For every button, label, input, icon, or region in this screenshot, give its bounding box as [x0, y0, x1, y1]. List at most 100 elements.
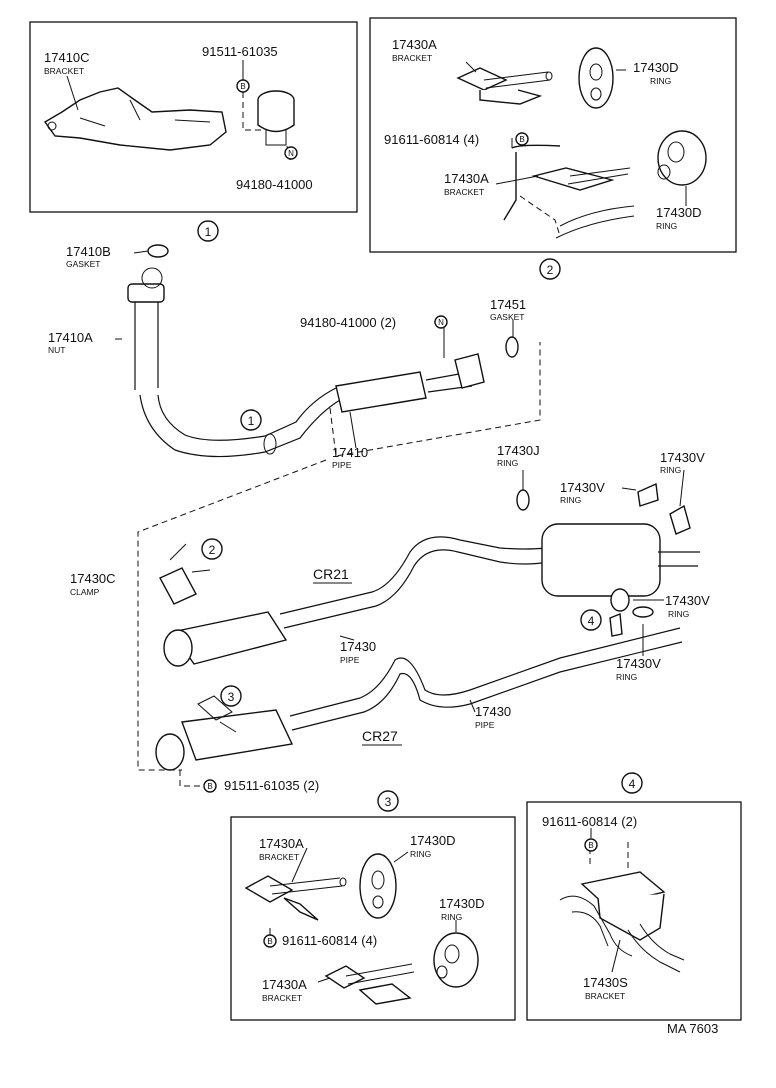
ref-circle-3-box: 3	[377, 790, 399, 812]
callout-91611-60814-2: 91611-60814 (2)	[542, 814, 637, 829]
svg-text:2: 2	[547, 263, 554, 277]
svg-text:B: B	[240, 82, 245, 91]
front-pipe-17410-drawing	[127, 267, 485, 458]
svg-text:BRACKET: BRACKET	[259, 852, 299, 862]
bracket-cr27-drawing	[197, 695, 237, 733]
svg-text:17410B: 17410B	[66, 244, 111, 259]
svg-text:CR21: CR21	[313, 566, 349, 582]
gasket-17410b-drawing	[147, 244, 169, 258]
svg-text:GASKET: GASKET	[66, 259, 100, 269]
callout-17410c-bracket: 17410C BRACKET	[44, 50, 90, 76]
pipe-cr27-drawing	[155, 627, 683, 771]
callout-17410b-gasket: 17410B GASKET	[66, 244, 111, 269]
svg-text:RING: RING	[650, 76, 671, 86]
callout-17430d-ring-2b: 17430D RING	[656, 205, 702, 231]
svg-text:17430V: 17430V	[665, 593, 710, 608]
mount-ref4-drawing	[609, 613, 623, 637]
pipe-17410-guide	[329, 342, 541, 457]
callout-17430v-ring-a: 17430V RING	[560, 480, 605, 505]
svg-text:17430V: 17430V	[560, 480, 605, 495]
detail-box-4	[526, 801, 742, 1021]
ref-circle-3-main: 3	[220, 685, 242, 707]
svg-text:RING: RING	[441, 912, 462, 922]
ring-detail-2b-drawing	[657, 130, 707, 186]
svg-text:17430V: 17430V	[616, 656, 661, 671]
svg-text:PIPE: PIPE	[475, 720, 495, 730]
ring-detail-2a-drawing	[578, 47, 614, 109]
symbol-b-3: B	[203, 779, 217, 793]
svg-text:17430J: 17430J	[497, 443, 540, 458]
svg-text:17410C: 17410C	[44, 50, 90, 65]
ref-circle-2-box: 2	[539, 258, 561, 280]
svg-text:17430D: 17430D	[633, 60, 679, 75]
callout-17430v-ring-d: 17430V RING	[616, 656, 661, 682]
callout-17430-pipe-cr27: 17430 PIPE	[475, 704, 511, 730]
svg-text:17430D: 17430D	[410, 833, 456, 848]
callout-17430j-ring: 17430J RING	[497, 443, 540, 468]
bracket-detail-3a-drawing	[244, 875, 347, 921]
detail-box-3	[230, 816, 516, 1021]
svg-text:17430: 17430	[475, 704, 511, 719]
svg-text:RING: RING	[660, 465, 681, 475]
callout-17430a-bracket-2a: 17430A BRACKET	[392, 37, 437, 63]
ref-circle-4-main: 4	[580, 609, 602, 631]
callout-17430v-ring-c: 17430V RING	[665, 593, 710, 619]
svg-text:17430D: 17430D	[439, 896, 485, 911]
svg-text:CR27: CR27	[362, 728, 398, 744]
svg-text:N: N	[438, 318, 444, 327]
svg-text:B: B	[588, 841, 593, 850]
bracket-detail-3b-drawing	[324, 963, 415, 1005]
callout-91511-61035-2: 91511-61035 (2)	[224, 778, 319, 793]
callout-17430a-bracket-3a: 17430A BRACKET	[259, 836, 304, 862]
callout-17430a-bracket-2b: 17430A BRACKET	[444, 171, 489, 197]
callout-17410-pipe: 17410 PIPE	[332, 445, 368, 470]
clamp-17430c-drawing	[159, 543, 211, 605]
ref-circle-1-pipe: 1	[240, 409, 262, 431]
gasket-17451-drawing	[505, 336, 519, 358]
svg-text:17430A: 17430A	[444, 171, 489, 186]
svg-text:CLAMP: CLAMP	[70, 587, 100, 597]
svg-text:17430: 17430	[340, 639, 376, 654]
svg-text:B: B	[519, 135, 524, 144]
svg-text:RING: RING	[410, 849, 431, 859]
callout-17451-gasket: 17451 GASKET	[490, 297, 526, 322]
variant-label-cr27: CR27	[362, 728, 402, 746]
svg-text:1: 1	[205, 225, 212, 239]
callout-17430d-ring-3a: 17430D RING	[410, 833, 456, 859]
symbol-b-5: B	[584, 838, 598, 852]
svg-text:RING: RING	[497, 458, 518, 468]
svg-text:17410A: 17410A	[48, 330, 93, 345]
ref-circle-2-main: 2	[201, 538, 223, 560]
svg-text:BRACKET: BRACKET	[444, 187, 484, 197]
svg-text:17410: 17410	[332, 445, 368, 460]
detail-box-2	[369, 17, 737, 253]
callout-94180-41000: 94180-41000	[236, 177, 313, 192]
svg-text:17430A: 17430A	[262, 977, 307, 992]
bracket-detail-2a-drawing	[456, 67, 553, 105]
svg-text:17430S: 17430S	[583, 975, 628, 990]
callout-17430-pipe-cr21: 17430 PIPE	[340, 639, 376, 665]
callout-17430s-bracket: 17430S BRACKET	[583, 975, 628, 1001]
svg-text:17451: 17451	[490, 297, 526, 312]
ref-circle-1-box: 1	[197, 220, 219, 242]
svg-text:B: B	[207, 782, 212, 791]
svg-text:RING: RING	[668, 609, 689, 619]
ring-17430v-d-drawing	[632, 606, 654, 618]
callout-17430d-ring-2a: 17430D RING	[633, 60, 679, 86]
callout-17430d-ring-3b: 17430D RING	[439, 896, 485, 922]
ring-detail-3b-drawing	[433, 932, 479, 988]
svg-text:BRACKET: BRACKET	[392, 53, 432, 63]
svg-text:GASKET: GASKET	[490, 312, 524, 322]
callout-91611-60814-4-box3: 91611-60814 (4)	[282, 933, 377, 948]
svg-text:4: 4	[629, 777, 636, 791]
symbol-n-2: N	[434, 315, 448, 329]
svg-text:2: 2	[209, 543, 216, 557]
svg-text:4: 4	[588, 614, 595, 628]
symbol-b-2: B	[515, 132, 529, 146]
svg-text:17430V: 17430V	[660, 450, 705, 465]
svg-text:BRACKET: BRACKET	[585, 991, 625, 1001]
clamp-detail-1-drawing	[242, 90, 295, 146]
svg-text:17430C: 17430C	[70, 571, 116, 586]
symbol-n-1: N	[284, 146, 298, 160]
